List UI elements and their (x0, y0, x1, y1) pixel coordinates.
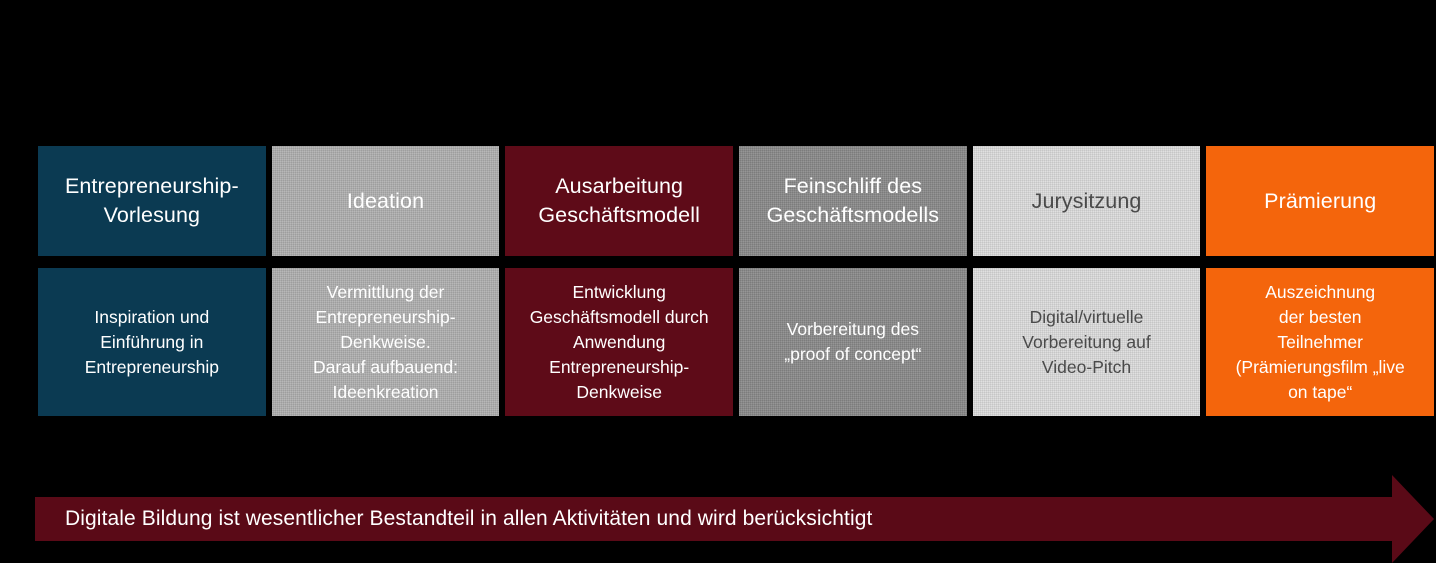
banner-arrow-shape (35, 475, 1434, 563)
phase-title-label: Feinschliff des Geschäftsmodells (766, 174, 940, 227)
phase-description-ideation[interactable]: Vermittlung der Entrepreneurship- Denkwe… (271, 268, 500, 416)
digital-education-banner: Digitale Bildung ist wesentlicher Bestan… (35, 475, 1434, 563)
phase-title-label: Entrepreneurship- Vorlesung (64, 174, 239, 227)
phase-title-ideation[interactable]: Ideation (271, 146, 500, 256)
phase-title-label: Jurysitzung (1031, 188, 1142, 213)
phase-description-label: Auszeichnung der besten Teilnehmer (Präm… (1235, 281, 1405, 402)
phase-title-praemierung[interactable]: Prämierung (1206, 146, 1435, 256)
phase-description-label: Vermittlung der Entrepreneurship- Denkwe… (313, 281, 458, 402)
phase-description-entrepreneurship-vorlesung[interactable]: Inspiration und Einführung in Entreprene… (38, 268, 266, 416)
phase-description-label: Inspiration und Einführung in Entreprene… (84, 306, 219, 377)
phase-title-entrepreneurship-vorlesung[interactable]: Entrepreneurship- Vorlesung (38, 146, 266, 256)
phase-description-label: Vorbereitung des „proof of concept“ (784, 319, 922, 364)
phase-title-label: Ideation (346, 188, 425, 213)
phase-description-jurysitzung[interactable]: Digital/virtuelle Vorbereitung auf Video… (972, 268, 1201, 416)
phase-title-ausarbeitung-geschaeftsmodell[interactable]: Ausarbeitung Geschäftsmodell (505, 146, 734, 256)
banner-label: Digitale Bildung ist wesentlicher Bestan… (65, 507, 873, 530)
phase-title-label: Prämierung (1264, 188, 1377, 213)
phase-description-label: Entwicklung Geschäftsmodell durch Anwend… (529, 281, 709, 402)
phase-title-jurysitzung[interactable]: Jurysitzung (972, 146, 1201, 256)
phase-description-label: Digital/virtuelle Vorbereitung auf Video… (1022, 306, 1151, 377)
phase-title-label: Ausarbeitung Geschäftsmodell (538, 174, 700, 227)
phase-description-praemierung[interactable]: Auszeichnung der besten Teilnehmer (Präm… (1206, 268, 1435, 416)
phase-description-ausarbeitung-geschaeftsmodell[interactable]: Entwicklung Geschäftsmodell durch Anwend… (505, 268, 734, 416)
phase-description-feinschliff-des-geschaeftsmodells[interactable]: Vorbereitung des „proof of concept“ (739, 268, 967, 416)
phase-title-feinschliff-des-geschaeftsmodells[interactable]: Feinschliff des Geschäftsmodells (739, 146, 967, 256)
